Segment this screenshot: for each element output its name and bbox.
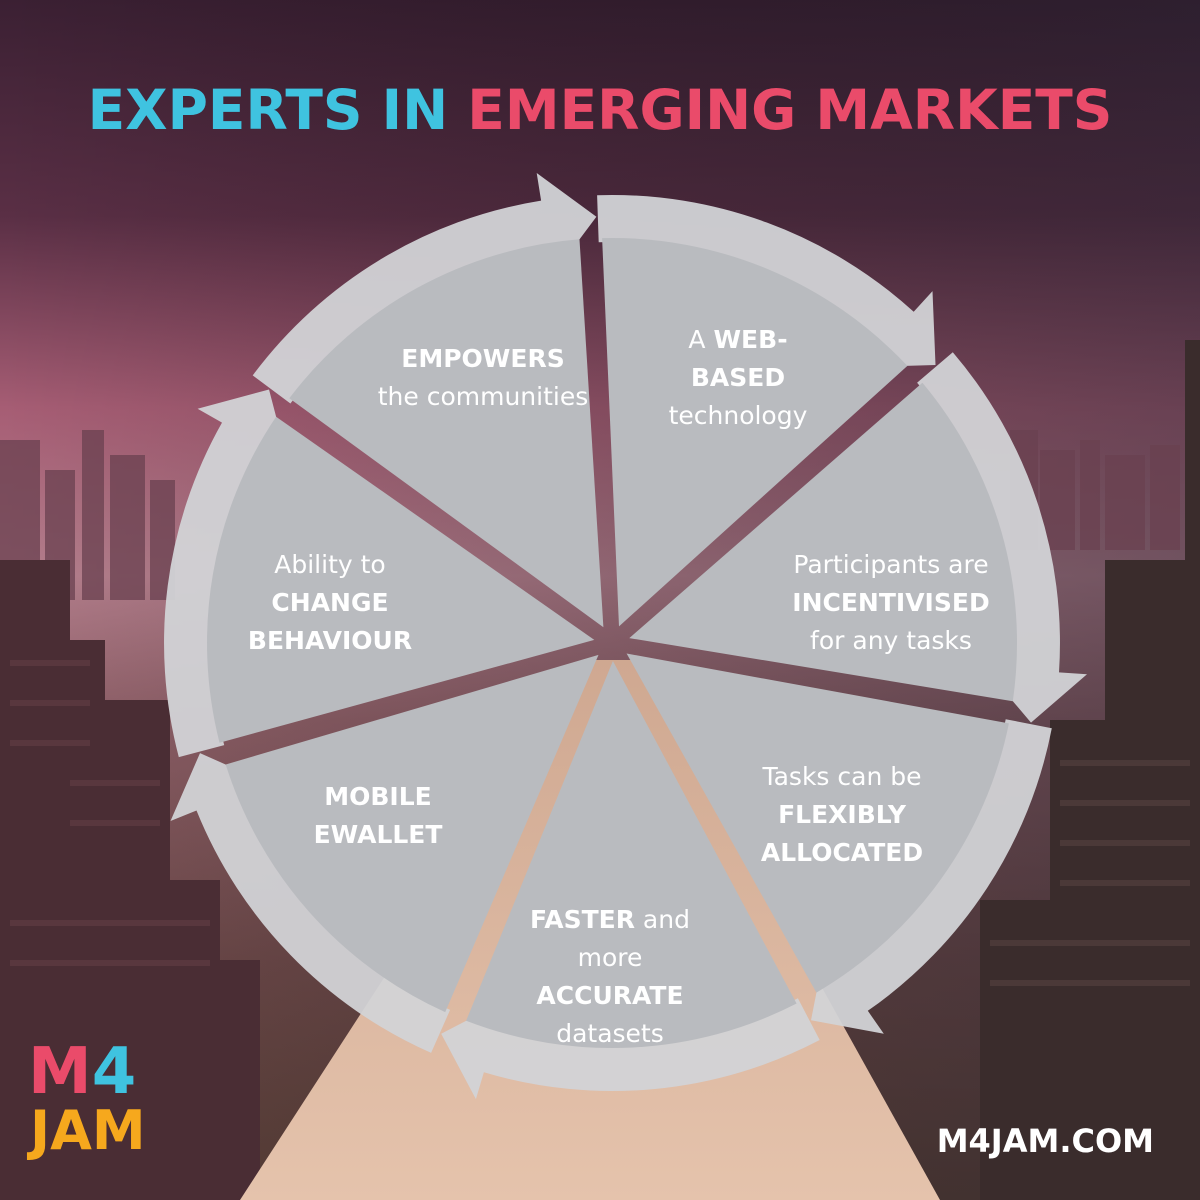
- cycle-arrow-faster-accurate: [170, 753, 451, 1053]
- segment-faster-text: and more: [577, 905, 690, 972]
- segment-wedge-change-behaviour: [289, 239, 604, 628]
- title-highlight-red: EMERGING MARKETS: [467, 78, 1113, 142]
- segment-empowers-bold: EMPOWERS: [401, 344, 565, 373]
- segment-behaviour-bold: CHANGE BEHAVIOUR: [247, 588, 413, 655]
- segment-wedge-incentivised: [626, 653, 1009, 993]
- cycle-arrow-mobile-ewallet: [164, 389, 288, 758]
- title-highlight-blue: EXPERTS IN: [87, 78, 449, 142]
- segment-ewallet-bold: MOBILE EWALLET: [313, 782, 443, 849]
- segment-empowers-text: the communities: [377, 382, 589, 411]
- segment-incentivised: Participants are INCENTIVISED for any ta…: [776, 546, 1006, 660]
- segment-incentivised-pre: Participants are: [793, 550, 989, 579]
- segment-wedge-empowers: [602, 237, 908, 627]
- segment-wedge-mobile-ewallet: [207, 416, 595, 743]
- segment-flexibly-pre: Tasks can be: [762, 762, 922, 791]
- cycle-arrow-incentivised: [811, 719, 1052, 1034]
- segment-wedge-faster-accurate: [225, 654, 599, 1013]
- segment-faster-accurate: FASTER and more ACCURATE datasets: [500, 901, 720, 1053]
- segment-flexibly-bold: FLEXIBLY ALLOCATED: [760, 800, 924, 867]
- segment-wedge-web-based: [629, 382, 1018, 702]
- logo-4: 4: [91, 1035, 137, 1109]
- segment-flexibly-allocated: Tasks can be FLEXIBLY ALLOCATED: [732, 758, 952, 872]
- segment-web-based-text: technology: [668, 401, 808, 430]
- cycle-segments: [207, 237, 1018, 1049]
- cycle-arrow-flexibly-allocated: [441, 998, 820, 1100]
- logo-m: M: [28, 1035, 92, 1109]
- segment-web-based-pre: A: [688, 325, 706, 354]
- website-link[interactable]: M4JAM.COM: [936, 1122, 1154, 1160]
- segment-change-behaviour: Ability to CHANGE BEHAVIOUR: [220, 546, 440, 660]
- segment-behaviour-pre: Ability to: [274, 550, 386, 579]
- segment-incentivised-bold: INCENTIVISED: [792, 588, 990, 617]
- logo-jam: JAM: [30, 1099, 146, 1162]
- segment-accurate-bold: ACCURATE: [536, 981, 684, 1010]
- segment-incentivised-text: for any tasks: [810, 626, 972, 655]
- segment-web-based-bold: WEB-BASED: [690, 325, 788, 392]
- m4jam-logo: M4 JAM: [28, 1040, 168, 1170]
- segment-web-based: A WEB-BASED technology: [643, 321, 833, 435]
- segment-datasets-text: datasets: [556, 1019, 664, 1048]
- segment-empowers: EMPOWERS the communities: [343, 340, 623, 416]
- segment-mobile-ewallet: MOBILE EWALLET: [293, 778, 463, 854]
- segment-wedge-flexibly-allocated: [466, 661, 797, 1049]
- page-title: EXPERTS IN EMERGING MARKETS: [0, 78, 1200, 142]
- cycle-arrow-empowers: [597, 194, 936, 368]
- segment-faster-bold: FASTER: [530, 905, 635, 934]
